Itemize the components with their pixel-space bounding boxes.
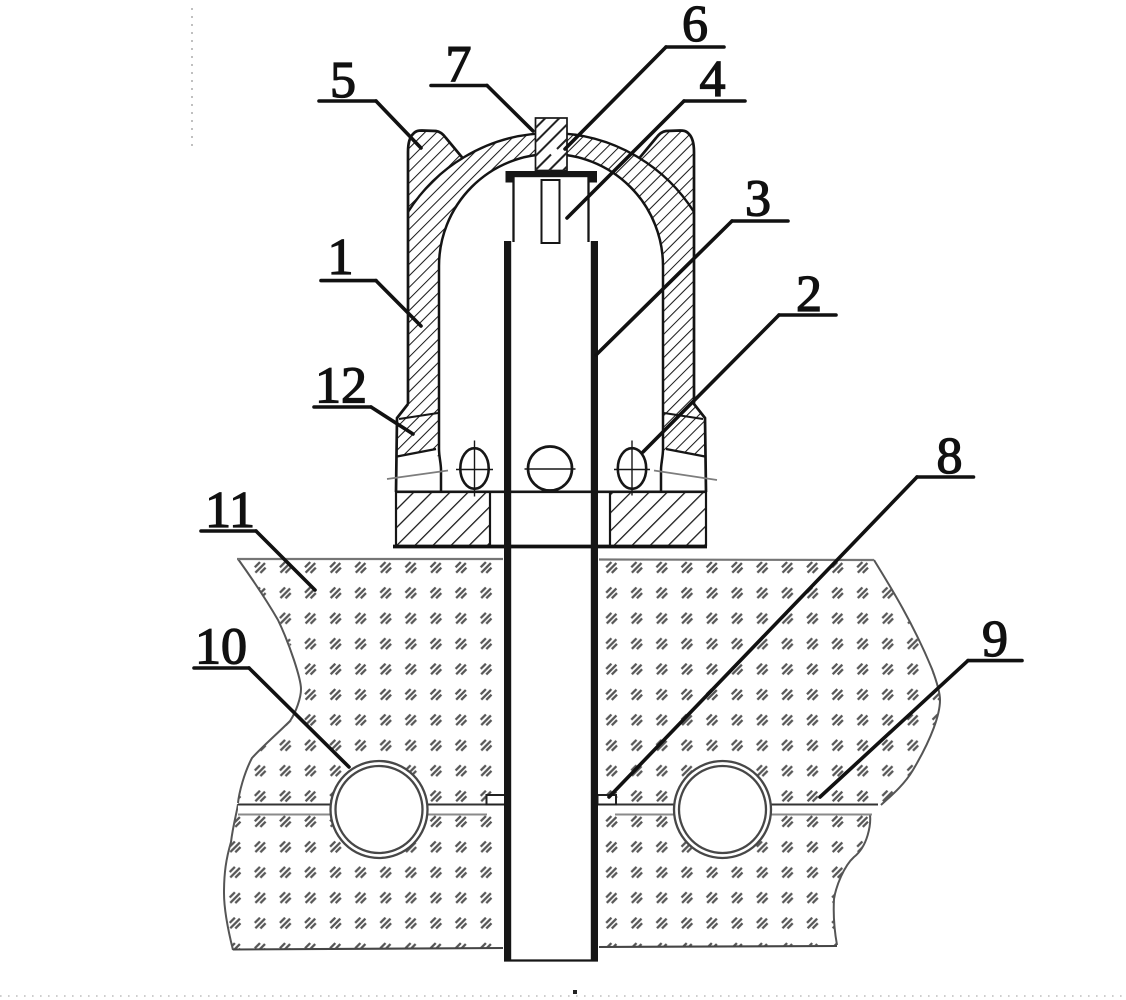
svg-text:1: 1: [328, 229, 354, 286]
svg-text:12: 12: [315, 358, 367, 415]
svg-text:4: 4: [700, 51, 726, 108]
svg-text:5: 5: [330, 52, 356, 109]
svg-text:10: 10: [195, 619, 247, 676]
svg-text:6: 6: [682, 0, 708, 53]
svg-text:7: 7: [446, 36, 472, 93]
svg-text:2: 2: [796, 266, 822, 323]
svg-text:3: 3: [745, 171, 771, 228]
svg-text:9: 9: [982, 611, 1008, 668]
svg-text:11: 11: [205, 482, 255, 539]
svg-text:8: 8: [937, 428, 963, 485]
